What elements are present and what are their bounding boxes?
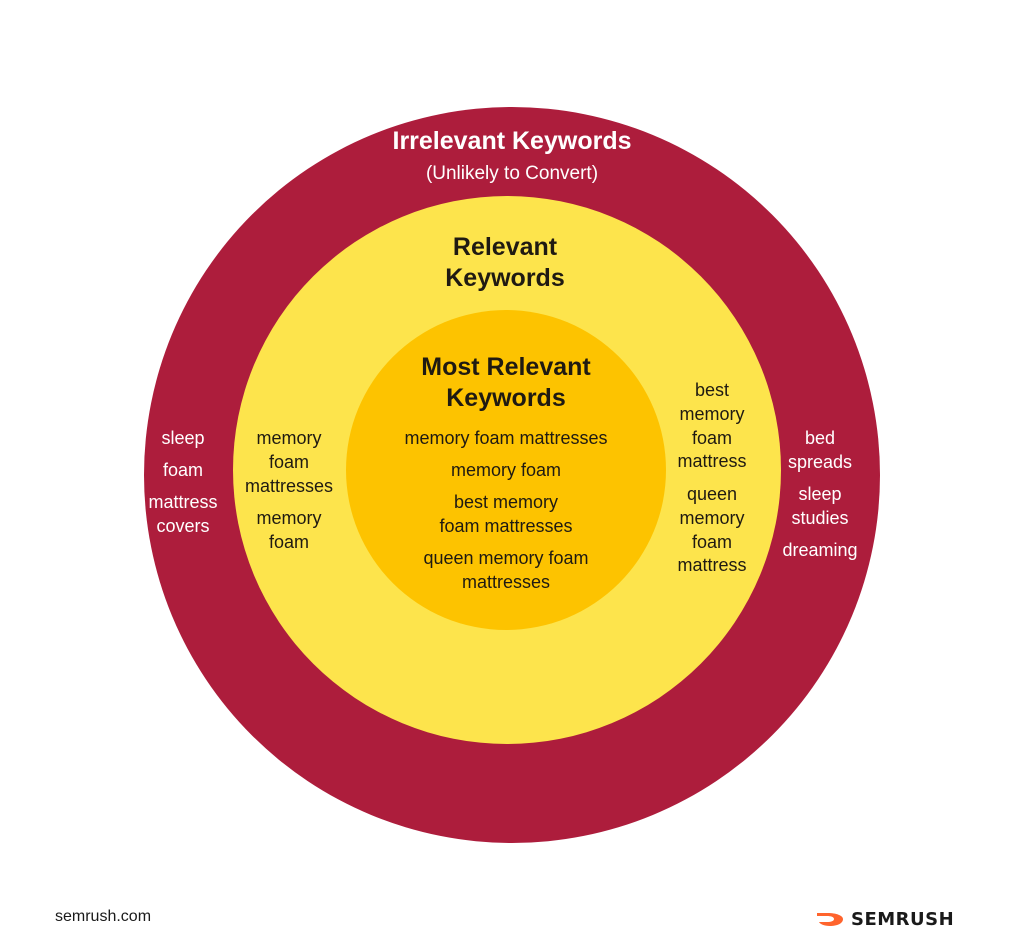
outer-keyword: mattress covers: [148, 492, 218, 536]
inner-keyword: memory foam mattresses: [404, 428, 608, 448]
outer-keyword: sleep: [161, 428, 205, 448]
semrush-flame-icon: [817, 913, 843, 926]
middle-keyword: memory foam mattresses: [244, 428, 334, 496]
middle-keyword: best memory foam mattress: [677, 380, 747, 472]
outer-keyword: foam: [162, 460, 204, 480]
semrush-logo: SEMRUSH: [815, 906, 954, 932]
inner-circle-most-relevant: [346, 310, 666, 630]
inner-circle-title: Most Relevant Keywords: [421, 353, 591, 413]
inner-keyword: queen memory foam mattresses: [423, 548, 589, 592]
middle-keyword: queen memory foam mattress: [677, 484, 747, 576]
middle-ring-title: Relevant Keywords: [445, 233, 565, 293]
footer-domain: semrush.com: [55, 908, 152, 925]
outer-ring-title: Irrelevant Keywords: [392, 127, 632, 155]
inner-keyword: best memory foam mattresses: [439, 492, 573, 536]
outer-keyword: dreaming: [782, 540, 858, 560]
outer-ring-subtitle: (Unlikely to Convert): [425, 163, 599, 184]
brand-name: SEMRUSH: [851, 908, 955, 930]
inner-keyword: memory foam: [450, 460, 562, 480]
outer-keyword: sleep studies: [791, 484, 849, 528]
outer-keyword: bed spreads: [787, 428, 853, 472]
middle-keyword: memory foam: [256, 508, 322, 552]
